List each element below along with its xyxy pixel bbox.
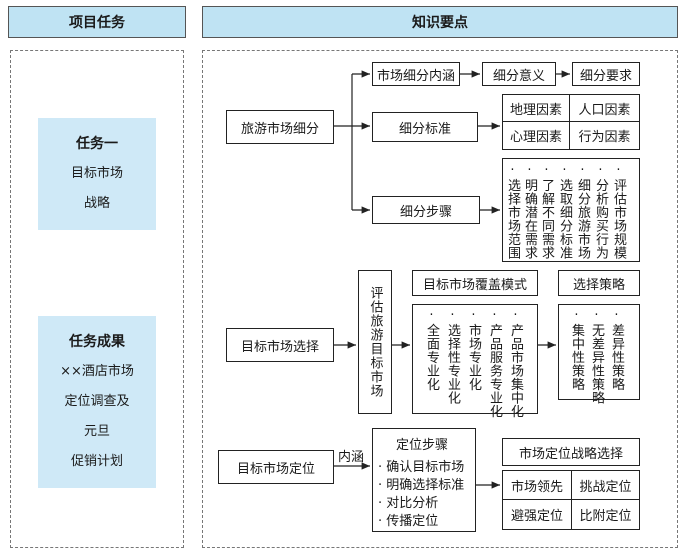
strategy-box: 选择策略 [558,270,640,296]
connotation-label: 内涵 [338,450,365,465]
positioning-steps-box [372,428,476,532]
task-panel: 任务一 目标市场 战略 [38,118,156,230]
pattern-column: ·全面专业化 [424,308,439,391]
positioning-strategy-cell: 挑战定位 [571,470,640,500]
strategy-column: ·集中性策略 [569,308,584,391]
coverage-box: 目标市场覆盖模式 [412,270,538,296]
positioning-step: · 确认目标市场 [378,460,465,475]
factor-cell: 地理因素 [502,94,570,122]
positioning-step: · 对比分析 [378,496,439,511]
patterns-box [412,304,538,414]
positioning-root: 目标市场定位 [218,450,334,484]
left-header: 项目任务 [8,6,186,38]
standard-box: 细分标准 [372,112,478,142]
result-title: 任务成果 [69,334,125,350]
step-column: ·明确潜在需求 [522,163,537,260]
strategies-box [558,304,640,400]
result-line: ××酒店市场 [60,364,134,379]
connotation-box: 市场细分内涵 [372,62,460,86]
pattern-column: ·产品市场集中化 [508,308,523,418]
positioning-strategy-cell: 比附定位 [571,499,640,530]
requirement-box: 细分要求 [572,62,640,86]
positioning-strategy-cell: 避强定位 [502,499,572,530]
positioning-step: · 传播定位 [378,514,439,529]
task-line: 战略 [83,196,110,211]
meaning-box: 细分意义 [482,62,556,86]
strategy-column: ·无差异性策略 [589,308,604,405]
step-column: ·选择市场范围 [505,163,520,260]
positioning-step: · 明确选择标准 [378,478,465,493]
right-frame [202,50,678,548]
pattern-column: ·市场专业化 [466,308,481,391]
task-line: 目标市场 [70,166,123,181]
strategy-column: ·差异性策略 [609,308,624,391]
right-header: 知识要点 [202,6,678,38]
step-column: ·细分旅游市场 [575,163,590,260]
step-column: ·了解不同需求 [539,163,554,260]
left-frame [10,50,184,548]
segmentation-root: 旅游市场细分 [226,110,334,144]
factor-cell: 人口因素 [569,94,640,122]
selection-root: 目标市场选择 [226,328,334,362]
result-line: 元旦 [83,424,110,439]
pattern-column: ·产品服务专业化 [487,308,502,418]
steps-list-box [502,158,640,262]
factor-cell: 心理因素 [502,121,570,150]
factor-cell: 行为因素 [569,121,640,150]
result-panel: 任务成果 ××酒店市场 定位调查及 元旦 促销计划 [38,316,156,488]
positioning-strategy-cell: 市场领先 [502,470,572,500]
strategy-title-box: 市场定位战略选择 [502,438,640,466]
pattern-column: ·选择性专业化 [445,308,460,405]
step-column: ·评估市场规模 [611,163,626,260]
result-line: 定位调查及 [64,394,130,409]
step-column: ·分析购买行为 [593,163,608,260]
task-title: 任务一 [76,136,118,152]
step-column: ·选取细分标准 [557,163,572,260]
evaluate-box: 评估旅游目标市场 [358,270,392,414]
steps-box: 细分步骤 [372,196,480,224]
result-line: 促销计划 [70,454,123,469]
positioning-steps-title: 定位步骤 [396,438,449,453]
